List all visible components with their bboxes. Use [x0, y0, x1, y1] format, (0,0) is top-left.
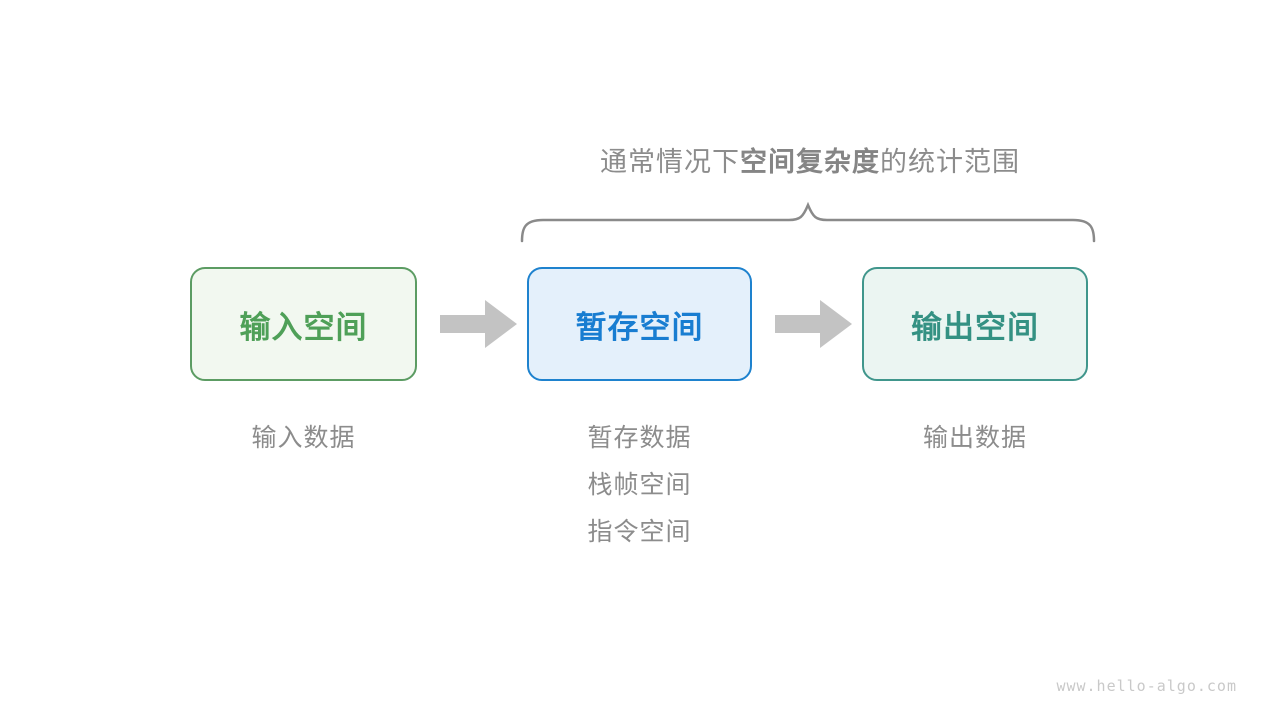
- sublabel-input-data: 输入数据: [251, 424, 356, 452]
- sublabel-instruction-space: 指令空间: [587, 518, 692, 546]
- sublabel-stack-frame-space: 栈帧空间: [587, 471, 692, 499]
- box-output-space-label: 输出空间: [911, 309, 1039, 345]
- sublabel-temp-data: 暂存数据: [587, 424, 692, 452]
- arrow-right-icon: [440, 300, 517, 348]
- sublabel-output-data: 输出数据: [922, 424, 1027, 452]
- input-space-sublabels: 输入数据: [190, 424, 417, 452]
- box-temporary-space-label: 暂存空间: [575, 309, 704, 345]
- scope-caption-bold: 空间复杂度: [740, 147, 880, 177]
- output-space-sublabels: 输出数据: [862, 424, 1088, 452]
- site-watermark: www.hello-algo.com: [1056, 677, 1237, 695]
- box-output-space: 输出空间: [862, 267, 1088, 381]
- box-input-space-label: 输入空间: [239, 309, 368, 345]
- scope-caption: 通常情况下空间复杂度的统计范围: [520, 146, 1100, 178]
- temporary-space-sublabels: 暂存数据 栈帧空间 指令空间: [527, 424, 752, 546]
- scope-brace-icon: [520, 201, 1096, 243]
- scope-caption-prefix: 通常情况下: [600, 147, 740, 177]
- arrow-right-icon: [775, 300, 852, 348]
- box-input-space: 输入空间: [190, 267, 417, 381]
- scope-caption-suffix: 的统计范围: [880, 147, 1020, 177]
- box-temporary-space: 暂存空间: [527, 267, 752, 381]
